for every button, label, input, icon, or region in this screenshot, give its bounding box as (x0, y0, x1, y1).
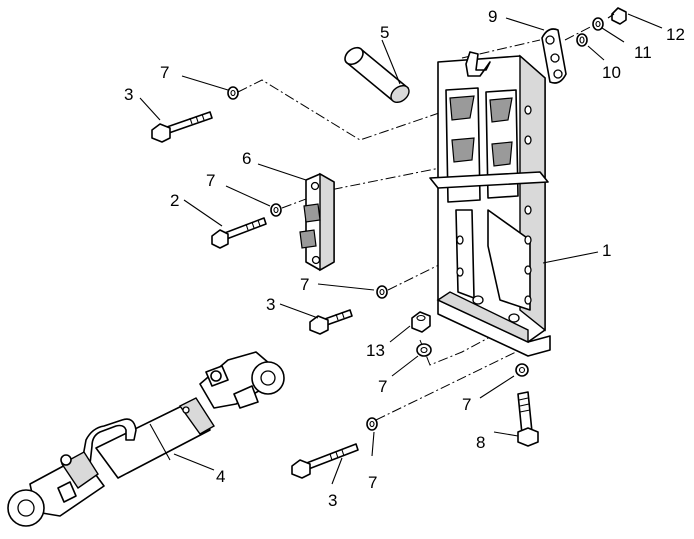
callout-1: 1 (602, 241, 611, 260)
callout-7-right: 7 (462, 395, 471, 414)
callout-12: 12 (666, 25, 685, 44)
callout-5: 5 (380, 23, 389, 42)
callout-3-middle: 3 (266, 295, 275, 314)
callout-6: 6 (242, 149, 251, 168)
callout-7-clamp: 7 (206, 171, 215, 190)
part-7-washers (227, 86, 529, 431)
callout-7-lower: 7 (368, 473, 377, 492)
callout-3-upper: 3 (124, 85, 133, 104)
callout-13: 13 (366, 341, 385, 360)
part-3-bolt-upper (151, 111, 213, 143)
part-1-bracket-plate (429, 51, 551, 357)
part-5-pin (344, 46, 410, 103)
callout-11: 11 (634, 43, 652, 62)
callout-7-middle: 7 (300, 275, 309, 294)
callout-7-upper: 7 (160, 63, 169, 82)
callout-3-lower: 3 (328, 491, 337, 510)
callout-7-nut: 7 (378, 377, 387, 396)
part-13-nut (411, 311, 431, 333)
callout-8: 8 (476, 433, 485, 452)
part-12-bolt (607, 7, 627, 25)
leader-lines (139, 13, 663, 485)
part-10-bushing (576, 33, 588, 47)
callout-4: 4 (216, 467, 225, 486)
callout-9: 9 (488, 7, 497, 26)
callout-10: 10 (602, 63, 621, 82)
part-4-top-link (7, 351, 285, 527)
part-2-bolt (211, 217, 267, 249)
part-11-washer (592, 17, 604, 31)
part-8-bolt (517, 391, 539, 447)
part-6-clamp-block (299, 172, 335, 272)
part-3-bolt-lower (291, 443, 359, 479)
callout-2: 2 (170, 191, 179, 210)
part-3-bolt-middle (309, 309, 353, 335)
callouts: 1 2 3 3 3 4 5 6 7 7 7 7 7 7 8 9 10 11 12… (124, 7, 685, 510)
part-9-link-plate (541, 28, 567, 84)
